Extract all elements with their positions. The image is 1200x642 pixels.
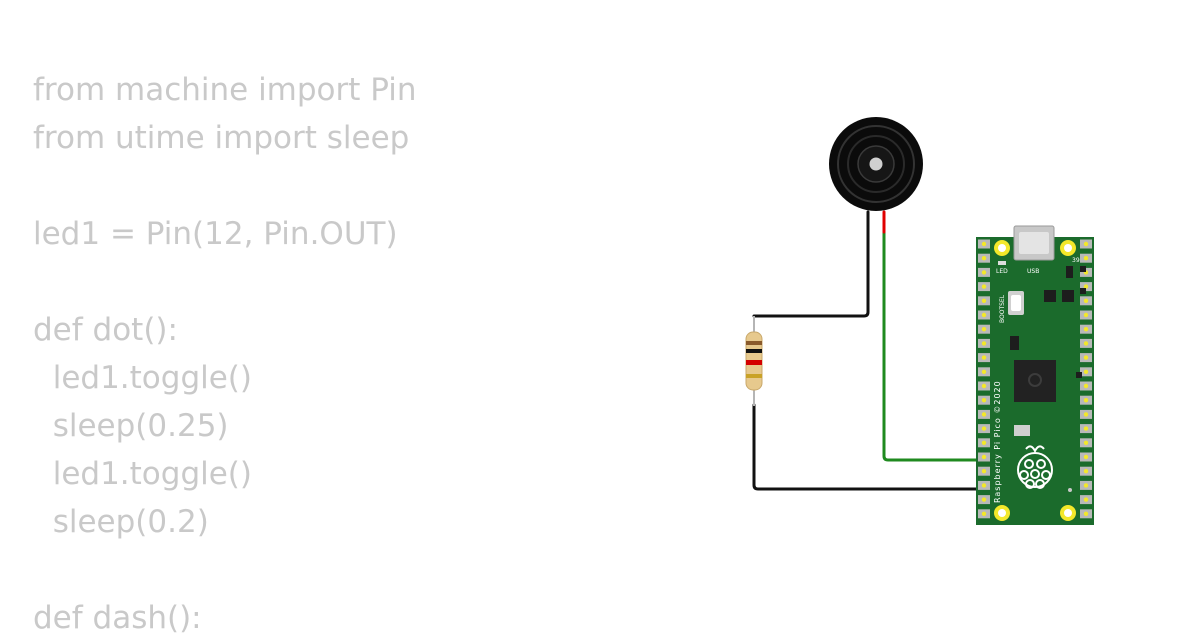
pin-hole [1083,284,1089,289]
code-line: from machine import Pin [33,72,417,108]
pin-hole [1083,483,1089,488]
pin-hole [1083,440,1089,445]
pin-hole [981,398,987,403]
rp2040-chip [1014,360,1056,402]
onboard-led [998,261,1006,265]
pin-hole [981,327,987,332]
bootsel-label: BOOTSEL [999,294,1006,323]
pin-hole [1083,454,1089,460]
pin-hole [1083,256,1089,261]
signal-wire [882,230,990,462]
pin-hole [1083,497,1089,502]
pin-hole [981,426,987,431]
pin-hole [1083,398,1089,403]
pin-hole [981,469,987,474]
pin-hole [1083,469,1089,474]
pin-hole [1083,241,1089,247]
pin-hole [981,341,987,346]
code-listing: from machine import Pin from utime import… [33,66,417,642]
pin-hole [981,511,987,516]
code-line: led1 = Pin(12, Pin.OUT) [33,216,398,252]
pin-hole [981,284,987,289]
code-line: from utime import sleep [33,120,410,156]
led-label: LED [996,268,1008,275]
pin-hole [1083,312,1089,318]
pin-hole [1083,511,1089,516]
pin-hole [981,312,987,318]
pin-hole [1083,341,1089,346]
code-line: def dot(): [33,312,178,348]
pin-hole [981,497,987,502]
pin-hole [1083,355,1089,360]
code-line: sleep(0.2) [33,504,209,540]
usb-label: USB [1027,268,1039,275]
raspberry-logo-icon [1017,445,1053,489]
pin-hole [981,454,987,460]
code-line: sleep(0.25) [33,408,229,444]
board-name-label: Raspberry Pi Pico ©2020 [993,380,1002,503]
pin-hole [1083,298,1089,303]
pin-hole [1083,369,1089,374]
code-line: led1.toggle() [33,456,252,492]
pin-hole [981,256,987,261]
gpio-pin-pads [978,239,1092,519]
raspberry-pi-pico-board: LED USB 39 BOOTSEL Raspberry Pi Pico ©20… [976,225,1094,525]
piezo-buzzer-icon [829,117,923,211]
resistor-icon [745,316,763,406]
buzzer-negative-wire [752,220,870,318]
pin-hole [981,412,987,417]
pin-hole [981,440,987,445]
pin-hole [981,483,987,488]
pin-hole [1083,327,1089,332]
pin-hole [981,298,987,303]
ground-wire [752,403,990,491]
code-line: led1.toggle() [33,360,252,396]
pin-hole [1083,426,1089,431]
pin-hole [981,241,987,247]
pin-hole [1083,412,1089,417]
pin-hole [981,355,987,360]
pin-hole [981,270,987,275]
pin-number-label: 39 [1072,257,1080,264]
pin-hole [981,369,987,374]
pin-hole [1083,383,1089,389]
wires [752,210,990,491]
pin-hole [981,383,987,389]
